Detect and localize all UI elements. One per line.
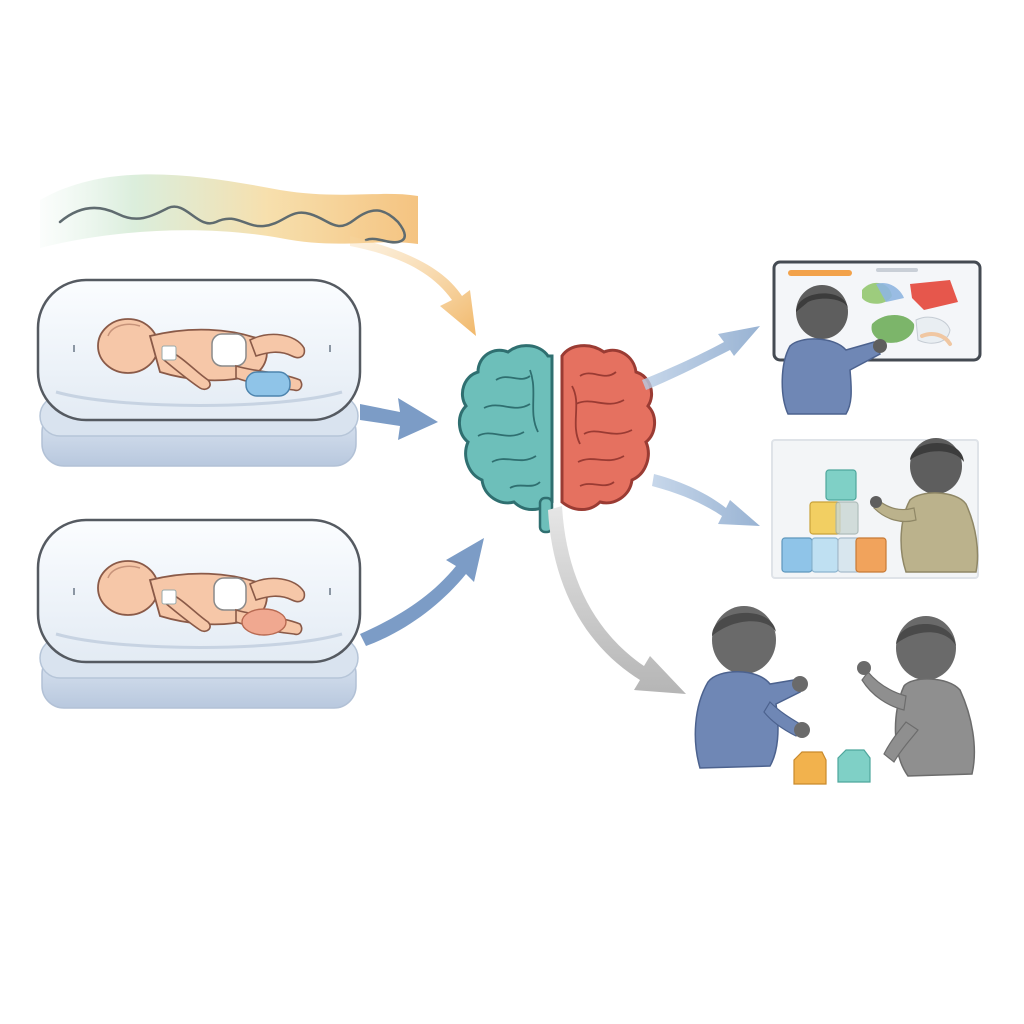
brain-to-touchscreen-arrow <box>642 326 760 390</box>
block-stack <box>781 469 887 573</box>
brain-icon <box>458 344 656 534</box>
child-figure-blue <box>781 285 887 415</box>
child-figure-blue-2 <box>694 606 810 769</box>
infant-icon <box>97 318 306 397</box>
infant-icon <box>97 560 306 636</box>
incubator-to-brain-arrow-top <box>360 398 438 440</box>
child-touchscreen-icon <box>772 260 982 415</box>
brain-to-blocks-arrow <box>652 474 760 526</box>
child-blocks-icon <box>771 438 979 579</box>
children-social-play-icon <box>694 606 976 785</box>
sound-wave-icon <box>40 174 418 248</box>
brain-to-social-play-arrow <box>548 506 686 694</box>
child-figure-gray <box>857 616 976 777</box>
incubator-to-brain-arrow-bottom <box>360 538 484 646</box>
child-figure-olive <box>870 438 979 573</box>
incubator-infant-icon-bottom <box>36 518 362 709</box>
incubator-infant-icon-top <box>36 278 362 467</box>
play-block-orange <box>793 751 827 785</box>
wave-to-brain-arrow <box>350 236 476 336</box>
play-block-teal <box>837 749 871 783</box>
